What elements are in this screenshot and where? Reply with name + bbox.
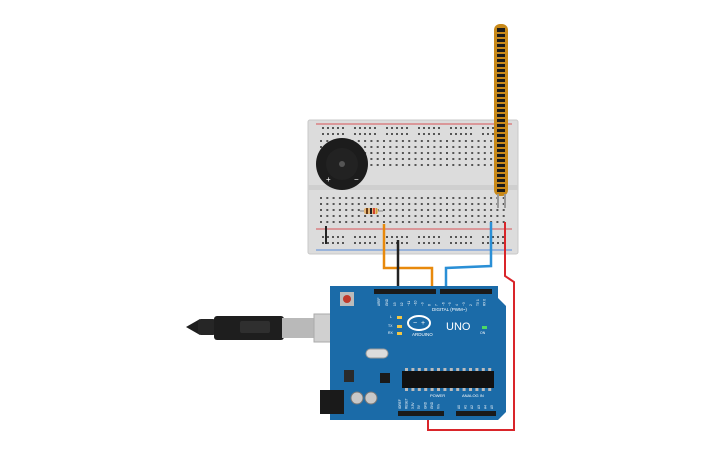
pin-label: Vin (436, 404, 440, 409)
crystal-oscillator (365, 348, 389, 359)
power-header (398, 411, 444, 416)
piezo-buzzer[interactable]: + − (316, 138, 368, 190)
arduino-logo-icon (407, 315, 431, 331)
svg-text:−: − (413, 320, 417, 327)
digital-header-label: DIGITAL (PWM~) (432, 307, 467, 312)
reset-button[interactable] (343, 295, 351, 303)
arduino-brand-text: ARDUINO (412, 332, 433, 337)
on-label: ON (480, 331, 486, 335)
atmega-chip (402, 371, 494, 388)
pin-label: 8 (428, 304, 432, 306)
pin-label: 5V (417, 404, 421, 409)
power-header-label: POWER (430, 393, 445, 398)
pin-label: A0 (457, 405, 461, 409)
l-label: L (390, 315, 392, 319)
pin-label: 2 (469, 304, 473, 306)
usb-cable[interactable] (186, 313, 357, 343)
digital-header-left (374, 289, 436, 294)
pin-label: IOREF (398, 399, 402, 409)
buzzer-plus-label: + (326, 175, 331, 184)
pin-label: ~11 (407, 301, 411, 306)
icsp-header (380, 373, 390, 383)
pin-label: 12 (400, 302, 404, 306)
blue-wire[interactable] (444, 222, 493, 292)
svg-text:+: + (421, 320, 425, 327)
voltage-regulator (344, 370, 354, 382)
pin-label: ~3 (462, 302, 466, 306)
pin-label: ~10 (414, 300, 418, 306)
pin-label: 13 (393, 302, 397, 306)
pin-label: 4 (455, 304, 459, 306)
digital-header-right (440, 289, 492, 294)
pin-label: ~5 (448, 302, 452, 306)
breadboard-power-rails (316, 123, 512, 251)
gnd-label: GND (385, 298, 389, 306)
pin-label: 3.3V (411, 402, 415, 409)
pin-label: A5 (490, 405, 494, 409)
pin-label: RX 0 (483, 299, 487, 306)
uno-logo-text: UNO (446, 321, 471, 333)
capacitor (364, 391, 378, 405)
orange-wire[interactable] (382, 224, 434, 292)
analog-header-label: ANALOG IN (462, 393, 484, 398)
pin-label: A2 (470, 405, 474, 409)
pin-label: GND (430, 401, 434, 409)
resistor[interactable] (360, 208, 383, 214)
pin-label: A4 (483, 405, 487, 409)
pin-label: 7 (434, 304, 438, 306)
pin-label: A1 (464, 405, 468, 409)
tx-label: TX (388, 324, 393, 328)
pin-label: TX 1 (476, 299, 480, 306)
pin-label: ~6 (441, 302, 445, 306)
capacitor (350, 391, 364, 405)
red-wire[interactable] (427, 222, 515, 431)
analog-header (456, 411, 496, 416)
rx-label: RX (388, 331, 394, 335)
buzzer-minus-label: − (354, 175, 359, 184)
pin-label: A3 (477, 405, 481, 409)
pin-label: GND (424, 401, 428, 409)
flex-sensor[interactable] (494, 24, 508, 208)
aref-label: AREF (377, 297, 381, 306)
pin-label: ~9 (421, 302, 425, 306)
power-jack[interactable] (320, 390, 344, 414)
pin-label: RESET (404, 398, 408, 409)
